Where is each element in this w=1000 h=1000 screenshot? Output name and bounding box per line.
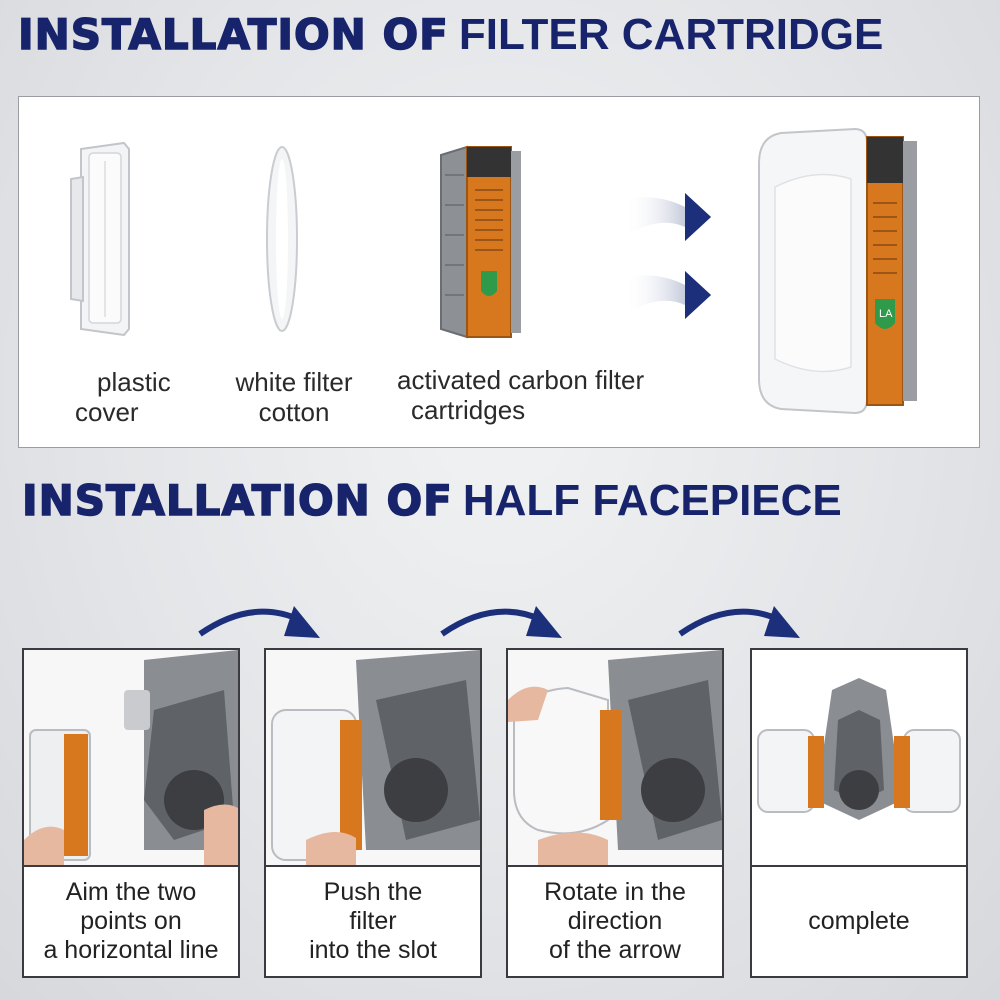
heading-bold-text: INSTALLATION OF: [21, 475, 453, 526]
step-caption: complete: [752, 865, 966, 976]
step-photo-aim: [24, 650, 238, 865]
step-caption: Aim the two points on a horizontal line: [24, 865, 238, 976]
step-card-aim: Aim the two points on a horizontal line: [22, 648, 240, 978]
heading-normal-text: HALF FACEPIECE: [462, 476, 842, 525]
step-photo-push: [266, 650, 480, 865]
part-label-line: cover: [75, 397, 139, 427]
step-caption-text: Rotate in the direction of the arrow: [544, 878, 686, 964]
step-photo-rotate: [508, 650, 722, 865]
step-caption: Rotate in the direction of the arrow: [508, 865, 722, 976]
cartridge-brand-text: LA: [879, 308, 893, 320]
step-card-rotate: Rotate in the direction of the arrow: [506, 648, 724, 978]
part-label-line: cotton: [258, 397, 330, 427]
step-caption-text: Push the filter into the slot: [309, 878, 437, 964]
heading-bold-text: INSTALLATION OF: [17, 9, 449, 60]
assembly-arrows: [625, 193, 711, 319]
curved-arrow-icon: [678, 606, 800, 638]
part-label-line: white filter: [235, 367, 353, 397]
part-label-line: cartridges: [411, 395, 526, 425]
part-label-line: activated carbon filter: [397, 365, 645, 395]
part-label-filter-cotton: white filter cotton: [224, 367, 364, 427]
heading-normal-text: FILTER CARTRIDGE: [458, 10, 884, 59]
filter-cotton-image: [266, 146, 298, 332]
step-caption-text: Aim the two points on a horizontal line: [43, 878, 219, 964]
curved-arrow-icon: [198, 606, 320, 638]
step-caption: Push the filter into the slot: [266, 865, 480, 976]
part-label-line: plastic: [97, 367, 171, 397]
step-photo-complete: [752, 650, 966, 865]
step-caption-text: complete: [808, 907, 910, 935]
plastic-cover-image: [70, 141, 130, 336]
part-label-carbon-cartridges: activated carbon filter cartridges: [397, 365, 644, 425]
filter-parts-panel: LA plastic cover white filter cotton act…: [18, 96, 980, 448]
curved-arrow-icon: [440, 606, 562, 638]
carbon-cartridge-image: [440, 145, 521, 339]
step-card-complete: complete: [750, 648, 968, 978]
part-label-plastic-cover: plastic cover: [75, 367, 171, 427]
assembled-cartridge-image: LA: [758, 127, 917, 415]
step-card-push: Push the filter into the slot: [264, 648, 482, 978]
